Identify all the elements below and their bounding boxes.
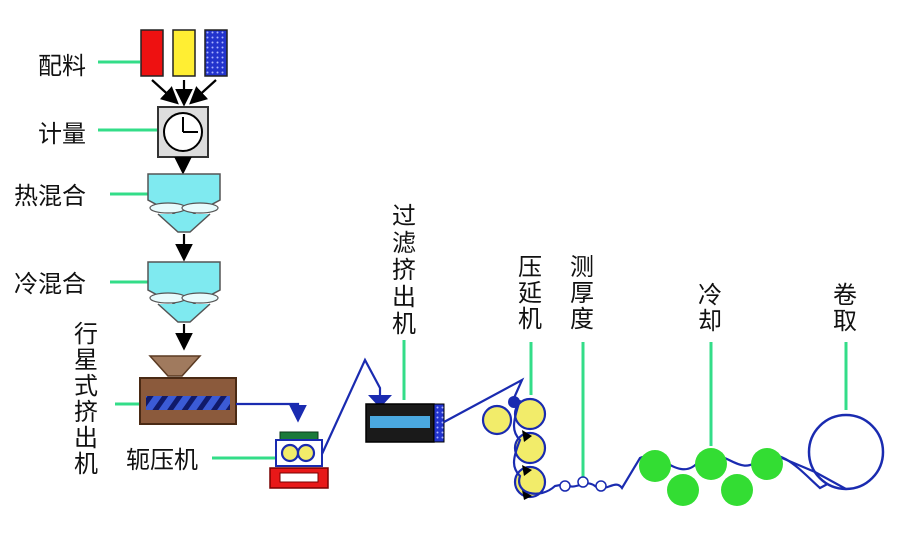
- batching-bins: [140, 29, 228, 77]
- bin-blue: [204, 29, 228, 77]
- label-cooling: 冷却: [698, 281, 722, 335]
- winder-roll: [807, 413, 885, 491]
- label-batching: 配料: [38, 52, 86, 80]
- filter-extruder: [365, 403, 445, 443]
- thickness-gauge-rollers: [559, 476, 607, 492]
- path-filter-to-calender: [443, 377, 525, 423]
- label-roller-press: 轭压机: [126, 446, 198, 474]
- label-filter-extruder: 过滤挤出机: [392, 202, 416, 338]
- film-to-winder: [781, 456, 847, 490]
- path-roller-to-filter: [320, 357, 382, 455]
- label-metering: 计量: [38, 120, 86, 148]
- bin-yellow: [172, 29, 196, 77]
- roller-press: [269, 431, 329, 489]
- label-calender: 压延机: [518, 253, 542, 333]
- label-thickness-gauge: 测厚度: [570, 253, 594, 333]
- cooling-rolls: [639, 448, 783, 506]
- metering-scale: [157, 106, 209, 158]
- bin-arrows: [151, 79, 217, 107]
- calender-rolls: [481, 396, 547, 500]
- filter-hopper: [368, 395, 392, 408]
- label-hot-mixing: 热混合: [14, 182, 86, 210]
- leader-lines: [98, 60, 848, 478]
- bin-red: [140, 29, 164, 77]
- label-planetary-extruder: 行星式挤出机: [74, 320, 98, 478]
- planetary-extruder: [139, 355, 237, 425]
- hot-mixer: [147, 173, 221, 233]
- path-extruder-to-roller: [236, 402, 307, 423]
- label-cold-mixing: 冷混合: [14, 270, 86, 298]
- label-winding: 卷取: [833, 281, 857, 335]
- cold-mixer: [147, 261, 221, 323]
